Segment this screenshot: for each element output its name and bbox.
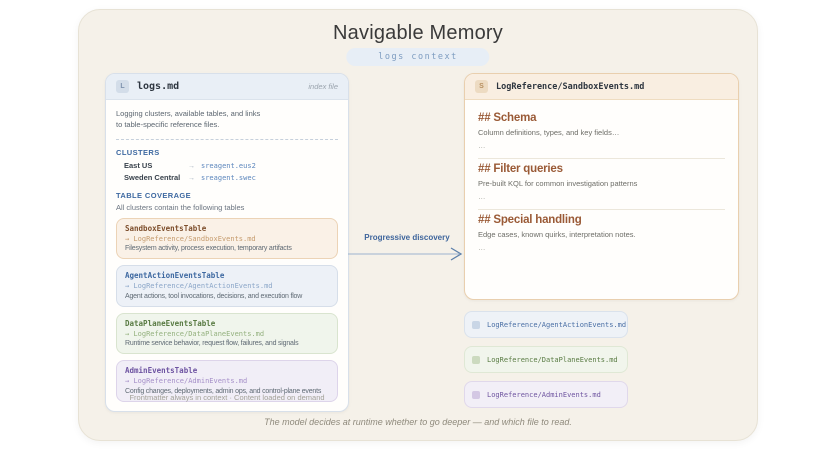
sandbox-file-icon: S xyxy=(475,80,488,93)
index-file-body: Logging clusters, available tables, and … xyxy=(106,100,348,408)
cluster-list: East US → sreagent.eus2 Sweden Central →… xyxy=(124,161,338,182)
diagram-canvas: Navigable Memory logs context L logs.md … xyxy=(78,9,758,441)
file-icon xyxy=(472,320,480,329)
index-file-tag: index file xyxy=(308,82,338,91)
index-file-header: L logs.md index file xyxy=(106,74,348,100)
section-body: Column definitions, types, and key field… xyxy=(478,128,620,137)
reference-chip-data-plane-events: LogReference/DataPlaneEvents.md xyxy=(464,346,628,373)
table-card-agent-action-events: AgentActionEventsTable → LogReference/Ag… xyxy=(116,265,338,307)
section-body: Pre-built KQL for common investigation p… xyxy=(478,179,638,188)
table-card-data-plane-events: DataPlaneEventsTable → LogReference/Data… xyxy=(116,312,338,355)
index-footer-note: Frontmatter always in context · Content … xyxy=(129,393,325,402)
section-heading: ## Special handling xyxy=(478,214,582,226)
clusters-heading: CLUSTERS xyxy=(116,147,160,157)
progressive-discovery-arrow-icon xyxy=(348,247,463,261)
table-card-admin-events: AdminEventsTable → LogReference/AdminEve… xyxy=(116,360,338,402)
table-name: DataPlaneEventsTable xyxy=(125,318,216,328)
reference-file-name: LogReference/SandboxEvents.md xyxy=(496,81,645,92)
section-ellipsis: … xyxy=(478,243,486,252)
index-intro-line: Logging clusters, available tables, and … xyxy=(116,109,261,118)
section-heading: ## Filter queries xyxy=(478,163,563,175)
dashed-divider xyxy=(116,138,338,140)
table-name: AdminEventsTable xyxy=(125,366,198,376)
table-reference-link: → LogReference/DataPlaneEvents.md xyxy=(125,329,265,338)
table-card-sandbox-events: SandboxEventsTable → LogReference/Sandbo… xyxy=(116,217,338,260)
reference-chip-admin-events: LogReference/AdminEvents.md xyxy=(464,381,628,408)
section-special-handling: ## Special handling Edge cases, known qu… xyxy=(478,210,725,260)
cluster-row-east-us: East US → sreagent.eus2 xyxy=(124,161,338,170)
reference-file-header: S LogReference/SandboxEvents.md xyxy=(465,74,738,100)
logs-file-icon: L xyxy=(116,80,129,93)
table-coverage-heading: TABLE COVERAGE xyxy=(116,190,192,200)
bottom-caption: The model decides at runtime whether to … xyxy=(264,417,572,427)
cluster-name: East US xyxy=(124,160,153,170)
table-description: Agent actions, tool invocations, decisio… xyxy=(125,292,303,300)
arrow-right-icon: → xyxy=(188,174,195,182)
reference-chip-label: LogReference/AgentActionEvents.md xyxy=(487,320,627,329)
cluster-value: sreagent.swec xyxy=(201,173,256,182)
reference-chip-label: LogReference/AdminEvents.md xyxy=(487,390,601,399)
table-name: AgentActionEventsTable xyxy=(125,271,225,281)
section-ellipsis: … xyxy=(478,192,486,201)
arrow-right-icon: → xyxy=(188,162,195,170)
table-description: Config changes, deployments, admin ops, … xyxy=(125,387,322,395)
table-reference-link: → LogReference/SandboxEvents.md xyxy=(125,234,256,243)
reference-chip-label: LogReference/DataPlaneEvents.md xyxy=(487,355,618,364)
reference-chip-agent-action-events: LogReference/AgentActionEvents.md xyxy=(464,311,628,338)
index-file-name: logs.md xyxy=(137,81,180,92)
table-reference-link: → LogReference/AgentActionEvents.md xyxy=(125,282,273,291)
file-icon xyxy=(472,355,480,364)
cluster-value: sreagent.eus2 xyxy=(201,161,256,170)
index-intro-line: to table-specific reference files. xyxy=(116,119,220,129)
cluster-row-sweden-central: Sweden Central → sreagent.swec xyxy=(124,173,338,182)
table-reference-link: → LogReference/AdminEvents.md xyxy=(125,377,248,386)
cluster-name: Sweden Central xyxy=(124,172,181,182)
index-file-panel: L logs.md index file Logging clusters, a… xyxy=(105,73,349,412)
progressive-discovery-label: Progressive discovery xyxy=(364,233,450,242)
context-badge: logs context xyxy=(346,48,490,66)
section-filter-queries: ## Filter queries Pre-built KQL for comm… xyxy=(478,159,725,210)
section-ellipsis: … xyxy=(478,141,486,150)
table-coverage-subtitle: All clusters contain the following table… xyxy=(116,202,245,212)
section-schema: ## Schema Column definitions, types, and… xyxy=(478,108,725,159)
page-title: Navigable Memory xyxy=(333,22,503,44)
reference-file-panel: S LogReference/SandboxEvents.md ## Schem… xyxy=(464,73,739,300)
file-icon xyxy=(472,390,480,399)
table-description: Filesystem activity, process execution, … xyxy=(125,245,292,253)
table-description: Runtime service behavior, request flow, … xyxy=(125,340,299,348)
section-body: Edge cases, known quirks, interpretation… xyxy=(478,230,636,239)
reference-file-body: ## Schema Column definitions, types, and… xyxy=(465,100,738,260)
section-heading: ## Schema xyxy=(478,112,537,124)
table-name: SandboxEventsTable xyxy=(125,223,207,233)
